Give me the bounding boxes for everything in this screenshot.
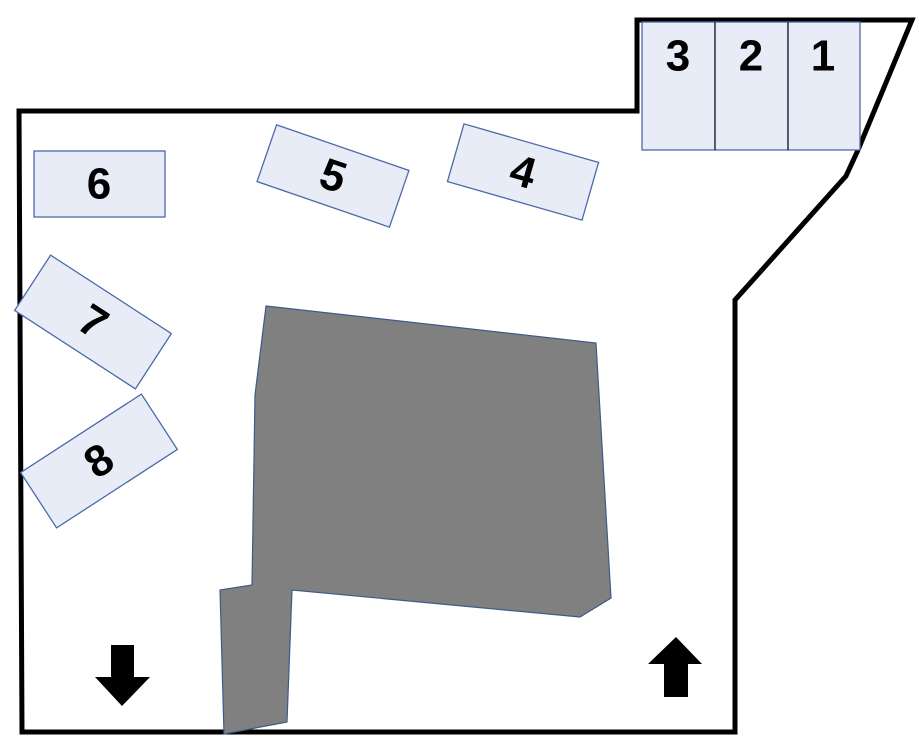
- space-7-group: 7: [13, 254, 173, 390]
- building-footprint: [219, 305, 612, 735]
- space-8[interactable]: [19, 393, 179, 529]
- lot-boundary: [16, 17, 916, 735]
- space-8-group: 8: [19, 393, 179, 529]
- down-arrow-icon: [95, 645, 150, 706]
- space-3-label: 3: [666, 32, 690, 81]
- space-6-label: 6: [87, 160, 111, 209]
- space-6[interactable]: [33, 150, 166, 218]
- space-6-group: 6: [33, 150, 166, 218]
- space-1-label: 1: [811, 32, 835, 81]
- space-4[interactable]: [446, 123, 600, 221]
- space-7[interactable]: [13, 254, 173, 390]
- space-5[interactable]: [256, 124, 410, 228]
- space-2-label: 2: [739, 32, 763, 81]
- space-4-group: 4: [446, 123, 600, 221]
- space-5-group: 5: [256, 124, 410, 228]
- space-2[interactable]: [714, 21, 789, 151]
- space-1[interactable]: [787, 21, 861, 151]
- space-block-top-right: 3 2 1: [641, 21, 861, 151]
- up-arrow-icon: [648, 637, 702, 697]
